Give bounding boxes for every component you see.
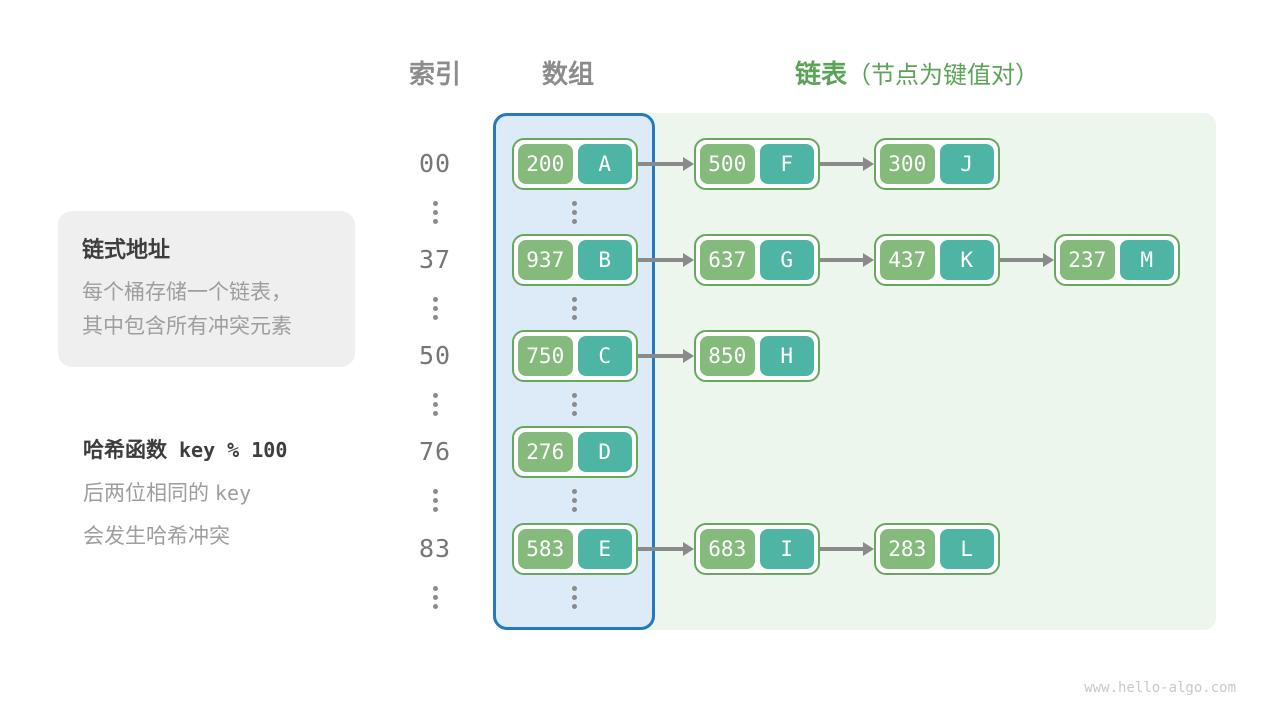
arrow-head-icon [863, 542, 874, 556]
array-ellipsis-dots [569, 586, 579, 609]
array-ellipsis-dots [569, 201, 579, 224]
arrow-line [638, 162, 686, 166]
node-value: L [939, 529, 994, 569]
linked-list-header-note: （节点为键值对） [847, 62, 1040, 89]
hash-function-label: 哈希函数 [83, 439, 167, 462]
linked-list-header-label: 链表 [795, 59, 848, 89]
index-ellipsis-dots [430, 201, 440, 224]
node-key: 237 [1060, 240, 1115, 280]
next-pointer-arrow [820, 157, 874, 171]
bucket-index-label: 83 [418, 534, 452, 563]
array-column-header: 数组 [541, 59, 594, 89]
annotation-card-line: 其中包含所有冲突元素 [82, 315, 292, 338]
node-value: K [939, 240, 994, 280]
next-pointer-arrow [638, 349, 694, 363]
node-value: H [759, 336, 814, 376]
watermark: www.hello-algo.com [1084, 680, 1236, 696]
chaining-annotation-card: 链式地址 每个桶存储一个链表， 其中包含所有冲突元素 [58, 211, 355, 367]
node-value: A [577, 144, 632, 184]
node-key: 283 [880, 529, 935, 569]
node-key: 437 [880, 240, 935, 280]
bucket-index-label: 50 [418, 341, 452, 370]
arrow-line [638, 354, 686, 358]
node-key: 300 [880, 144, 935, 184]
next-pointer-arrow [638, 253, 694, 267]
next-pointer-arrow [1000, 253, 1054, 267]
node-value: B [577, 240, 632, 280]
node-key: 750 [518, 336, 573, 376]
node-key: 200 [518, 144, 573, 184]
index-column-header: 索引 [408, 59, 461, 89]
array-ellipsis-dots [569, 297, 579, 320]
index-ellipsis-dots [430, 586, 440, 609]
node-value: M [1119, 240, 1174, 280]
hash-note-desc-code: key [215, 481, 252, 505]
bucket-index-label: 00 [418, 149, 452, 178]
index-ellipsis-dots [430, 489, 440, 512]
index-ellipsis-dots [430, 393, 440, 416]
node-key: 637 [700, 240, 755, 280]
next-pointer-arrow [638, 542, 694, 556]
arrow-line [820, 547, 866, 551]
next-pointer-arrow [820, 542, 874, 556]
hash-note-desc-line2: 会发生哈希冲突 [83, 525, 230, 548]
arrow-line [638, 547, 686, 551]
arrow-line [820, 162, 866, 166]
node-value: J [939, 144, 994, 184]
node-value: D [577, 432, 632, 472]
node-key: 276 [518, 432, 573, 472]
array-ellipsis-dots [569, 489, 579, 512]
node-value: I [759, 529, 814, 569]
arrow-head-icon [683, 542, 694, 556]
annotation-card-title: 链式地址 [82, 237, 171, 262]
node-key: 500 [700, 144, 755, 184]
hash-function-formula: key % 100 [179, 438, 288, 462]
arrow-head-icon [863, 253, 874, 267]
annotation-card-line: 每个桶存储一个链表， [82, 281, 292, 304]
hash-note-desc-prefix: 后两位相同的 [83, 482, 209, 505]
arrow-head-icon [683, 253, 694, 267]
hash-function-note: 哈希函数 key % 100 后两位相同的 key 会发生哈希冲突 [83, 434, 287, 550]
linked-list-column-header: 链表（节点为键值对） [795, 54, 1039, 91]
node-key: 850 [700, 336, 755, 376]
next-pointer-arrow [820, 253, 874, 267]
array-ellipsis-dots [569, 393, 579, 416]
node-value: C [577, 336, 632, 376]
index-ellipsis-dots [430, 297, 440, 320]
arrow-head-icon [863, 157, 874, 171]
arrow-head-icon [1043, 253, 1054, 267]
bucket-index-label: 76 [418, 437, 452, 466]
node-value: E [577, 529, 632, 569]
node-key: 583 [518, 529, 573, 569]
arrow-line [820, 258, 866, 262]
node-value: G [759, 240, 814, 280]
node-value: F [759, 144, 814, 184]
arrow-line [1000, 258, 1046, 262]
bucket-index-label: 37 [418, 245, 452, 274]
arrow-head-icon [683, 157, 694, 171]
next-pointer-arrow [638, 157, 694, 171]
node-key: 937 [518, 240, 573, 280]
arrow-line [638, 258, 686, 262]
node-key: 683 [700, 529, 755, 569]
arrow-head-icon [683, 349, 694, 363]
